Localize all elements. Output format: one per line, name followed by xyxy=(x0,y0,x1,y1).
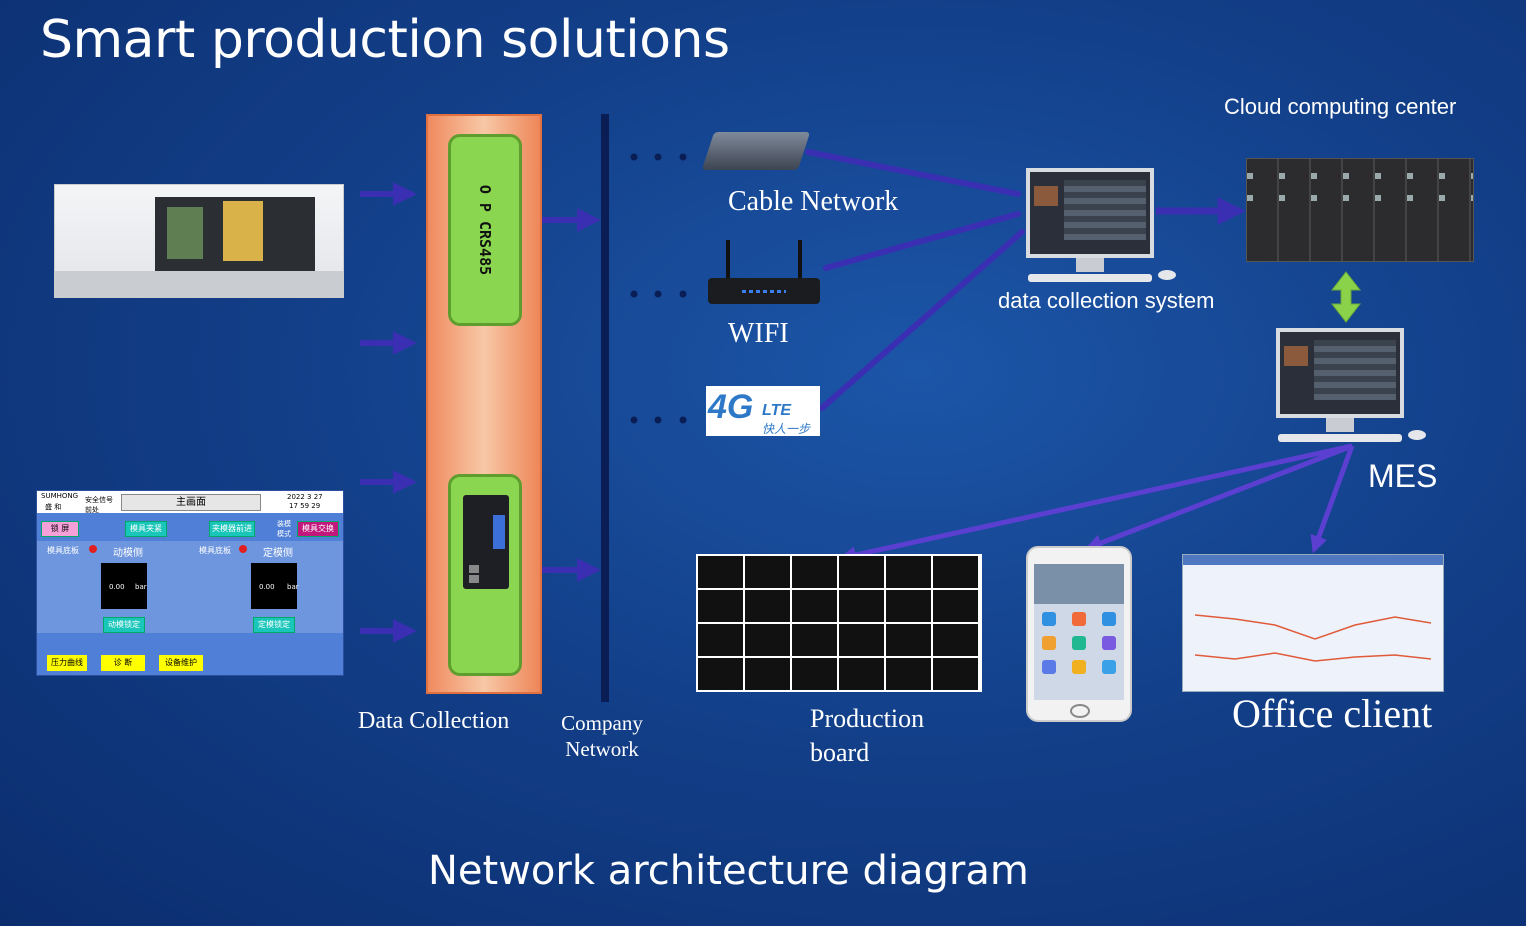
hmi-gauge-left xyxy=(101,563,147,609)
router-antenna xyxy=(798,240,802,280)
hmi-safety: 安全信号 前处 xyxy=(85,496,113,514)
hmi-mode-label: 装模 模式 xyxy=(277,520,291,538)
monitor-screen xyxy=(1276,328,1404,418)
wifi-router xyxy=(708,278,820,304)
production-board-label: Production board xyxy=(810,702,924,770)
router-antenna xyxy=(726,240,730,280)
production-board-image xyxy=(696,554,982,692)
cable-network-device xyxy=(701,132,811,170)
hmi-mold-change-button[interactable]: 模具交换 xyxy=(297,521,339,537)
hmi-unit-right: bar xyxy=(287,583,299,591)
mouse xyxy=(1408,430,1426,440)
mobile-client-phone xyxy=(1026,546,1132,722)
hmi-time: 17 59 29 xyxy=(289,502,321,510)
hmi-value-left: 0.00 xyxy=(109,583,125,591)
hmi-gauge-right xyxy=(251,563,297,609)
hmi-pressure-button[interactable]: 压力曲线 xyxy=(47,655,87,671)
data-collection-system-label: data collection system xyxy=(998,288,1215,313)
hmi-mold-plate-left: 模具底板 xyxy=(47,546,79,555)
office-trend-chart xyxy=(1195,614,1431,662)
gateway-device-image xyxy=(463,495,509,589)
hmi-fixed-lock-button[interactable]: 定模锁定 xyxy=(253,617,295,633)
data-collection-label: Data Collection xyxy=(358,708,510,734)
rs485-label: O P CRS485 xyxy=(476,184,494,276)
hmi-mold-clamp-button[interactable]: 模具夹紧 xyxy=(125,521,167,537)
diagram-subtitle: Network architecture diagram xyxy=(428,848,1029,894)
data-collector-column: O P CRS485 xyxy=(426,114,542,694)
injection-machine-image xyxy=(54,184,344,298)
hmi-maint-button[interactable]: 设备维护 xyxy=(159,655,203,671)
hmi-fixed-side: 定模侧 xyxy=(263,548,293,559)
cloud-servers xyxy=(1246,158,1474,262)
hmi-lock-button[interactable]: 锁 屏 xyxy=(41,521,79,537)
hmi-brand-sub: 盛 和 xyxy=(45,503,62,511)
hmi-main-title: 主画面 xyxy=(121,494,261,511)
company-network-line2: Network xyxy=(565,737,639,761)
hmi-diag-button[interactable]: 诊 断 xyxy=(101,655,145,671)
lte-sub-text: LTE xyxy=(762,402,792,419)
lte-main-text: 4G xyxy=(708,388,754,426)
gateway-module xyxy=(448,474,522,676)
network-links xyxy=(805,149,1025,411)
mes-label: MES xyxy=(1368,458,1438,494)
cable-network-label: Cable Network xyxy=(728,186,899,217)
sync-arrow xyxy=(1330,271,1362,323)
hmi-control-panel: SUMHONG 盛 和 安全信号 前处 主画面 2022 3 27 17 59 … xyxy=(36,490,344,676)
monitor-screen xyxy=(1026,168,1154,258)
hmi-brand: SUMHONG xyxy=(41,492,79,500)
office-client-label: Office client xyxy=(1232,691,1433,736)
hmi-mold-plate-right: 模具底板 xyxy=(199,546,231,555)
rs485-module: O P CRS485 xyxy=(448,134,522,326)
mes-links xyxy=(838,443,1355,564)
hmi-clamp-forward-button[interactable]: 夹模器前进 xyxy=(209,521,255,537)
hmi-indicator xyxy=(239,545,247,553)
lte-slogan: 快人一步 xyxy=(762,422,811,436)
hmi-value-right: 0.00 xyxy=(259,583,275,591)
keyboard xyxy=(1278,434,1402,442)
hmi-moving-lock-button[interactable]: 动模锁定 xyxy=(103,617,145,633)
hmi-unit-left: bar xyxy=(135,583,147,591)
lte-logo: 4G LTE 快人一步 xyxy=(706,386,820,436)
office-client-image xyxy=(1182,554,1444,692)
company-network-bus xyxy=(601,114,609,702)
mouse xyxy=(1158,270,1176,280)
keyboard xyxy=(1028,274,1152,282)
company-network-label: Company Network xyxy=(556,710,648,762)
page-title: Smart production solutions xyxy=(40,10,730,70)
company-network-line1: Company xyxy=(561,711,643,735)
hmi-indicator xyxy=(89,545,97,553)
hmi-moving-side: 动模侧 xyxy=(113,548,143,559)
cloud-label: Cloud computing center xyxy=(1224,94,1457,119)
production-line1: Production xyxy=(810,704,925,733)
wifi-label: WIFI xyxy=(728,318,789,349)
production-line2: board xyxy=(810,738,870,767)
hmi-date: 2022 3 27 xyxy=(287,493,323,501)
network-dots xyxy=(630,153,687,424)
